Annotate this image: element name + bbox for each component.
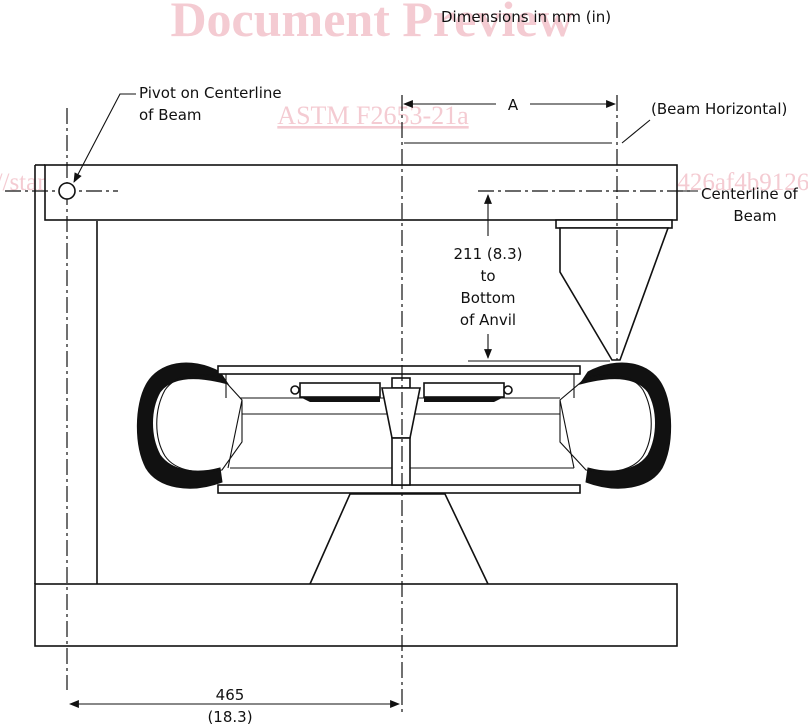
wheel-rim-right-flare [559,399,575,469]
wheel-support-stand [309,493,489,585]
beam [44,164,678,221]
pivot-label-line2: of Beam [139,106,202,124]
units-note: Dimensions in mm (in) [441,8,611,26]
bottom-dimension-value: 465 [216,686,245,704]
tire-right [578,362,672,489]
pivot-leader [73,93,136,183]
clamp-pin-left [290,385,300,395]
clamp-pin-right [503,385,513,395]
dimension-a-label: A [508,96,519,114]
anvil [559,227,670,361]
tire-left-sidewall [156,374,243,473]
pivot-label-line1: Pivot on Centerline [139,84,282,102]
anvil-mount [555,219,673,229]
hub-cone [381,387,421,439]
clamp-bar-left-shadow [300,397,380,402]
beam-horizontal-leader [621,119,651,144]
hub-shaft [391,437,411,486]
bottom-dimension-value-in: (18.3) [207,708,252,726]
wheel-top-plate [217,365,581,375]
wheel-bottom-plate [217,484,581,494]
clamp-bar-right [423,382,505,398]
watermark-title: Document Preview [170,0,573,47]
centerline-label-line1: Centerline of [701,185,799,203]
beam-horizontal-label: (Beam Horizontal) [651,100,787,118]
clamp-bar-left [299,382,381,398]
centerline-label-line2: Beam [733,207,776,225]
pivot-circle [58,182,76,200]
wheel-rim-left-flare [227,399,243,469]
anvil-label-line3: Bottom [460,289,515,307]
anvil-label-line2: to [480,267,495,285]
anvil-label-line4: of Anvil [460,311,516,329]
tire-left [136,362,230,489]
base-plate [34,583,678,647]
watermark-standard[interactable]: ASTM F2653-21a [277,101,469,130]
tire-right-sidewall [559,374,652,473]
hub-cap [391,377,411,389]
anvil-label-line1: 211 (8.3) [454,245,523,263]
wheel-rim-band [225,374,575,398]
clamp-bar-right-shadow [424,397,504,402]
